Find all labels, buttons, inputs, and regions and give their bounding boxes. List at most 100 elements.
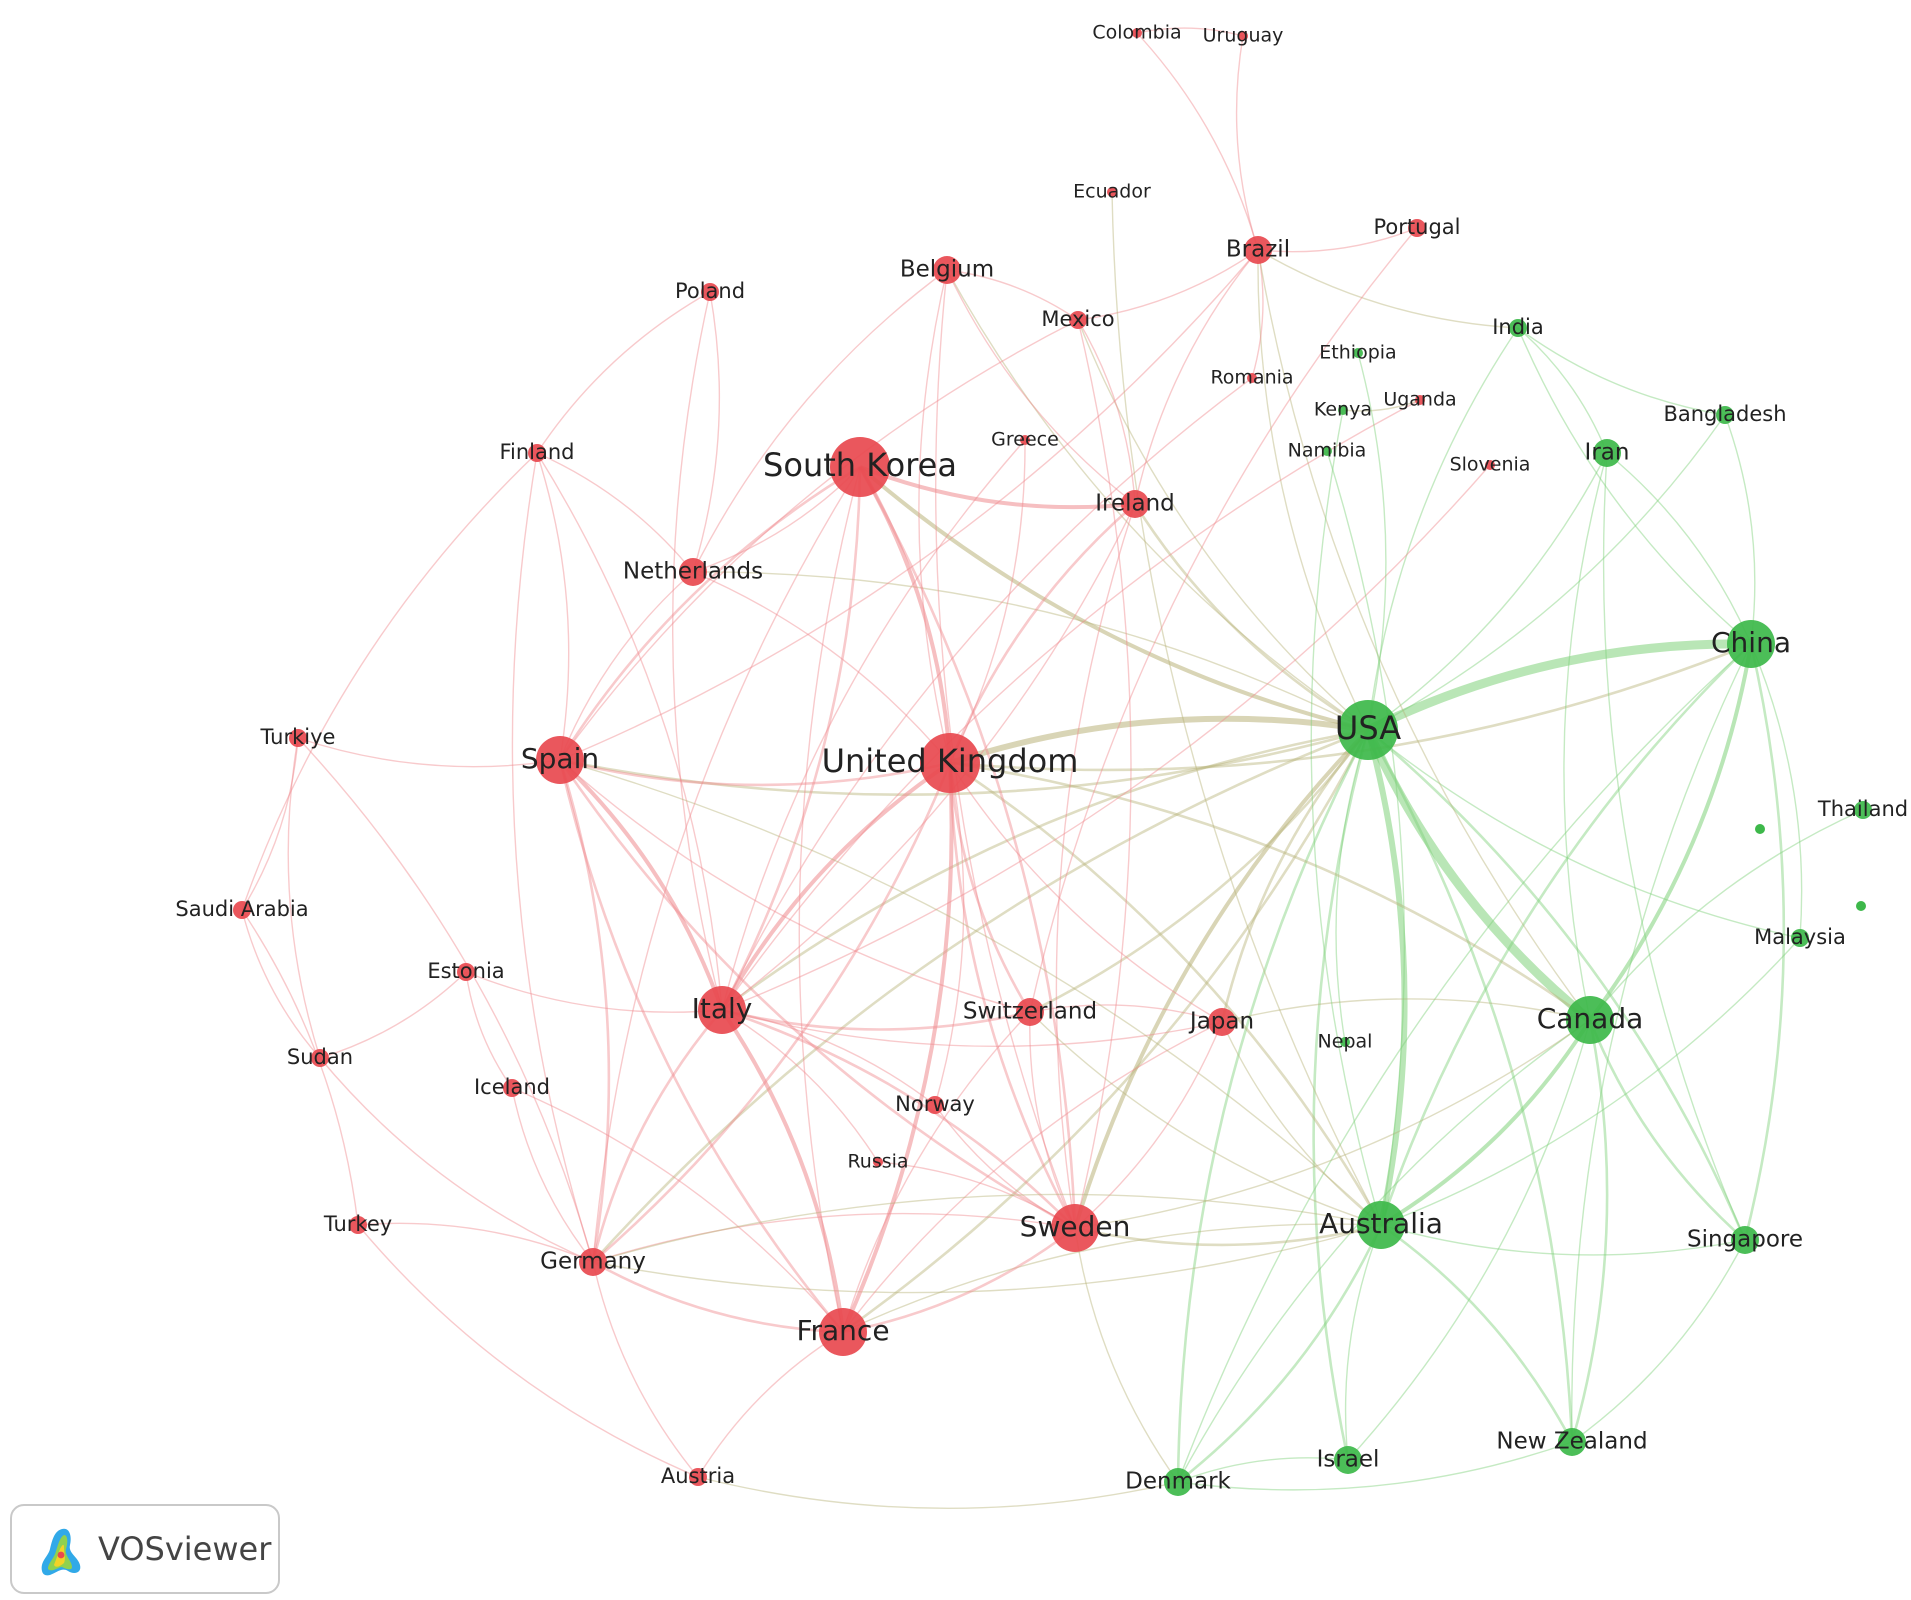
- node-label-turkey: Turkey: [323, 1212, 392, 1236]
- node-nepal[interactable]: [1340, 1037, 1350, 1047]
- link-australia-singapore: [1380, 1224, 1746, 1256]
- node-canada[interactable]: [1566, 996, 1614, 1044]
- link-italy-switzerland: [721, 1008, 1031, 1031]
- node-turkiye[interactable]: [289, 729, 307, 747]
- node-turkey[interactable]: [349, 1216, 367, 1234]
- node-denmark[interactable]: [1164, 1468, 1192, 1496]
- node-mexico[interactable]: [1069, 311, 1087, 329]
- link-france-germany: [592, 1260, 844, 1334]
- link-south-korea-france: [798, 466, 861, 1333]
- node-uruguay[interactable]: [1238, 31, 1248, 41]
- node-unlabeled-2[interactable]: [1856, 901, 1866, 911]
- node-italy[interactable]: [698, 986, 746, 1034]
- node-sudan[interactable]: [311, 1049, 329, 1067]
- node-australia[interactable]: [1357, 1201, 1405, 1249]
- link-iceland-germany: [511, 1087, 594, 1263]
- node-switzerland[interactable]: [1016, 998, 1044, 1026]
- link-usa-united-kingdom: [949, 715, 1369, 766]
- node-netherlands[interactable]: [679, 558, 707, 586]
- node-ecuador[interactable]: [1107, 187, 1117, 197]
- node-saudi-arabia[interactable]: [233, 901, 251, 919]
- link-united-kingdom-spain: [559, 758, 951, 787]
- node-malaysia[interactable]: [1791, 929, 1809, 947]
- node-label-mexico: Mexico: [1041, 307, 1114, 331]
- node-usa[interactable]: [1338, 700, 1398, 760]
- node-label-switzerland: Switzerland: [963, 999, 1097, 1025]
- node-colombia[interactable]: [1132, 28, 1142, 38]
- node-france[interactable]: [819, 1308, 867, 1356]
- node-label-spain: Spain: [521, 742, 599, 775]
- link-brazil-mexico: [1077, 249, 1259, 321]
- link-ireland-mexico: [1077, 319, 1136, 505]
- node-finland[interactable]: [528, 444, 546, 462]
- node-label-ecuador: Ecuador: [1073, 181, 1151, 203]
- link-thailand-canada: [1589, 809, 1864, 1021]
- link-switzerland-japan: [1029, 1004, 1223, 1023]
- link-italy-germany: [591, 1009, 723, 1263]
- link-canada-israel: [1347, 1019, 1591, 1461]
- node-south-korea[interactable]: [830, 437, 890, 497]
- link-usa-france: [842, 729, 1370, 1334]
- link-canada-united-kingdom: [949, 761, 1591, 1022]
- node-ethiopia[interactable]: [1353, 348, 1363, 358]
- node-united-kingdom[interactable]: [920, 733, 980, 793]
- node-slovenia[interactable]: [1485, 460, 1495, 470]
- node-estonia[interactable]: [457, 963, 475, 981]
- node-norway[interactable]: [926, 1096, 944, 1114]
- node-bangladesh[interactable]: [1716, 406, 1734, 424]
- link-united-kingdom-south-korea: [858, 465, 952, 764]
- link-uganda-italy: [721, 399, 1421, 1011]
- node-germany[interactable]: [579, 1248, 607, 1276]
- node-label-portugal: Portugal: [1374, 215, 1461, 239]
- node-greece[interactable]: [1020, 435, 1030, 445]
- node-brazil[interactable]: [1244, 236, 1272, 264]
- link-canada-new-zealand: [1570, 1019, 1609, 1443]
- link-usa-spain: [559, 728, 1369, 796]
- node-namibia[interactable]: [1322, 446, 1332, 456]
- link-switzerland-australia: [1029, 1011, 1382, 1226]
- node-belgium[interactable]: [933, 256, 961, 284]
- link-ireland-brazil: [1134, 249, 1259, 505]
- node-austria[interactable]: [689, 1468, 707, 1486]
- node-kenya[interactable]: [1338, 405, 1348, 415]
- vosviewer-badge: VOSviewer: [10, 1504, 280, 1594]
- link-south-korea-italy: [720, 466, 862, 1011]
- node-singapore[interactable]: [1731, 1226, 1759, 1254]
- node-china[interactable]: [1727, 620, 1775, 668]
- node-uganda[interactable]: [1415, 395, 1425, 405]
- node-label-thailand: Thailand: [1817, 797, 1908, 821]
- node-india[interactable]: [1509, 319, 1527, 337]
- link-sweden-switzerland: [1029, 1011, 1076, 1229]
- link-china-bangladesh: [1724, 414, 1756, 645]
- node-portugal[interactable]: [1408, 219, 1426, 237]
- node-label-norway: Norway: [895, 1092, 975, 1116]
- node-new-zealand[interactable]: [1558, 1428, 1586, 1456]
- node-label-austria: Austria: [661, 1464, 735, 1488]
- link-brazil-romania: [1251, 249, 1264, 379]
- link-usa-ireland: [1133, 503, 1369, 732]
- link-sweden-germany: [592, 1212, 1076, 1263]
- node-poland[interactable]: [701, 283, 719, 301]
- link-china-iran: [1606, 452, 1752, 645]
- node-japan[interactable]: [1208, 1008, 1236, 1036]
- node-iran[interactable]: [1593, 439, 1621, 467]
- link-turkiye-saudi-arabia: [241, 737, 299, 911]
- link-italy-france: [720, 1008, 845, 1333]
- node-ireland[interactable]: [1121, 490, 1149, 518]
- node-label-colombia: Colombia: [1092, 22, 1181, 44]
- node-thailand[interactable]: [1854, 801, 1872, 819]
- link-australia-israel: [1344, 1224, 1382, 1461]
- node-label-belgium: Belgium: [900, 257, 994, 283]
- link-spain-finland: [536, 452, 570, 761]
- node-label-turkiye: Turkiye: [260, 725, 336, 749]
- node-israel[interactable]: [1334, 1446, 1362, 1474]
- link-mexico-sweden: [1074, 319, 1132, 1229]
- node-sweden[interactable]: [1051, 1204, 1099, 1252]
- node-unlabeled-1[interactable]: [1755, 824, 1765, 834]
- link-brazil-portugal: [1257, 227, 1418, 253]
- node-iceland[interactable]: [503, 1079, 521, 1097]
- node-spain[interactable]: [536, 736, 584, 784]
- node-romania[interactable]: [1247, 373, 1257, 383]
- link-finland-poland: [536, 291, 711, 454]
- node-russia[interactable]: [873, 1157, 883, 1167]
